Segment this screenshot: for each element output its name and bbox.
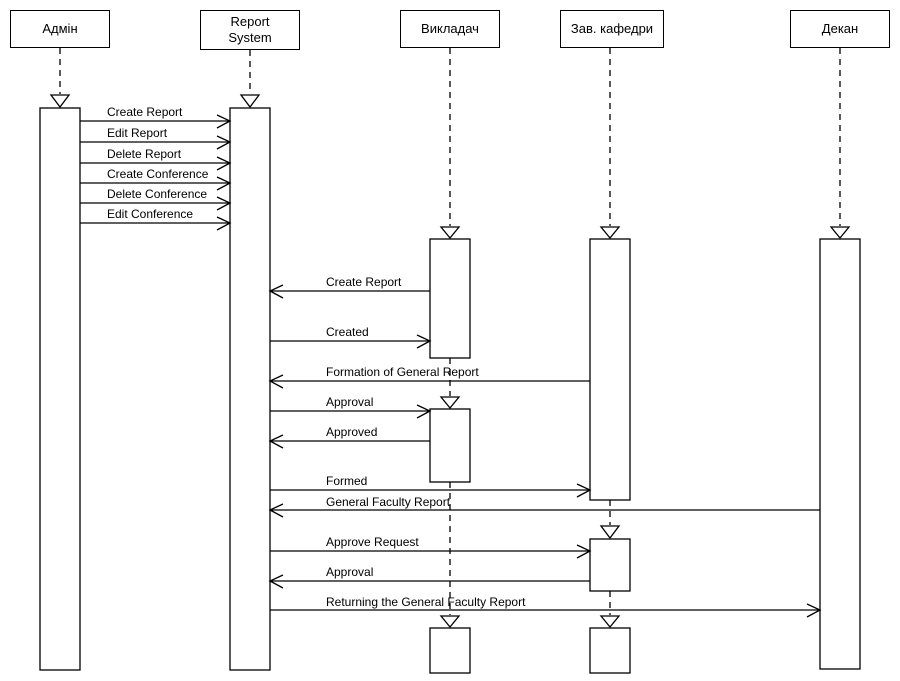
actor-label: Декан (821, 20, 859, 36)
message-label: Approve Request (326, 535, 419, 549)
lifeline-arrowhead-icon (599, 615, 621, 629)
activation-teacher-3 (429, 627, 471, 674)
activation-dept-head-2 (589, 538, 631, 592)
actor-label: Зав. кафедри (570, 20, 654, 36)
actor-admin: Адмін (10, 10, 110, 48)
message-label: Create Report (107, 105, 183, 119)
activation-admin (39, 107, 81, 671)
actor-label: Report System (228, 13, 272, 45)
message-arrow-teacher-create-report (268, 284, 430, 299)
message-arrow-delete-conference (80, 196, 232, 211)
lifeline-arrowhead-icon (439, 615, 461, 629)
message-arrow-create-report (80, 114, 232, 129)
message-arrow-approved (268, 434, 430, 449)
message-label: General Faculty Report (326, 495, 451, 509)
message-arrow-formation-of-general-report (268, 374, 590, 389)
activation-dept-head-3 (589, 627, 631, 674)
message-arrow-formed (270, 483, 592, 498)
message-label: Edit Conference (107, 207, 194, 221)
message-label: Approval (326, 395, 374, 409)
actor-label: Адмін (42, 20, 78, 36)
activation-teacher-2 (429, 408, 471, 483)
message-arrow-approval-dept-head (268, 574, 590, 589)
message-arrow-general-faculty-report (268, 503, 820, 518)
message-arrow-delete-report (80, 156, 232, 171)
message-label: Created (326, 325, 369, 339)
actor-label: Викладач (421, 20, 479, 36)
message-label: Formation of General Report (326, 365, 479, 379)
activation-report-system (229, 107, 271, 671)
lifeline-arrowhead-icon (439, 226, 461, 240)
message-arrow-edit-report (80, 135, 232, 150)
message-arrow-create-conference (80, 176, 232, 191)
activation-dept-head-1 (589, 238, 631, 501)
lifeline-arrowhead-icon (829, 226, 851, 240)
message-arrow-approval-teacher (270, 404, 432, 419)
lifeline-arrowhead-icon (49, 94, 71, 109)
message-arrow-approve-request (270, 544, 592, 559)
message-label: Approval (326, 565, 374, 579)
message-arrow-edit-conference (80, 216, 232, 231)
actor-report-system: Report System (200, 10, 300, 50)
message-arrow-returning-general-faculty-report (270, 603, 822, 618)
lifeline-arrowhead-icon (599, 525, 621, 540)
lifeline-arrowhead-icon (599, 226, 621, 240)
activation-teacher-1 (429, 238, 471, 359)
message-label: Edit Report (107, 126, 168, 140)
message-label: Create Conference (107, 167, 209, 181)
message-label: Approved (326, 425, 378, 439)
message-label: Delete Report (107, 147, 182, 161)
message-label: Create Report (326, 275, 402, 289)
lifeline-arrowhead-icon (239, 94, 261, 109)
message-arrow-created (270, 334, 432, 349)
activation-dean (819, 238, 861, 670)
message-label: Returning the General Faculty Report (326, 595, 526, 609)
actor-dean: Декан (790, 10, 890, 48)
lifeline-arrowhead-icon (439, 396, 461, 410)
message-label: Formed (326, 474, 368, 488)
message-label: Delete Conference (107, 187, 208, 201)
actor-teacher: Викладач (400, 10, 500, 48)
actor-dept-head: Зав. кафедри (560, 10, 664, 48)
